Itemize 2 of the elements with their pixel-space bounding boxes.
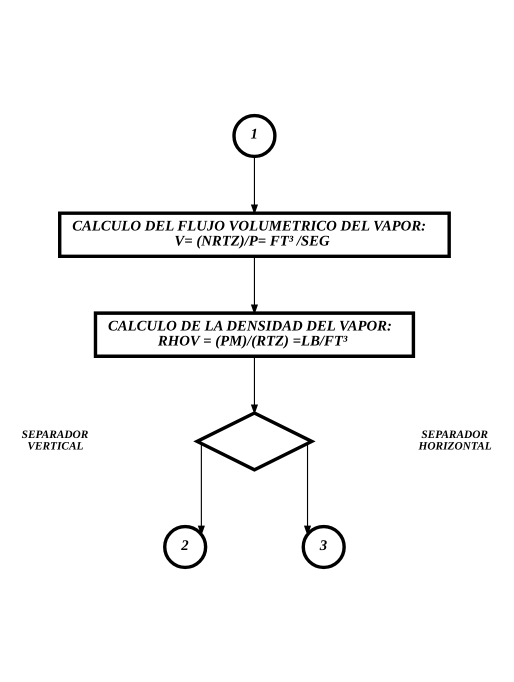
label: SEPARADOR HORIZONTAL [418, 428, 492, 452]
label: SEPARADOR VERTICAL [22, 428, 88, 452]
